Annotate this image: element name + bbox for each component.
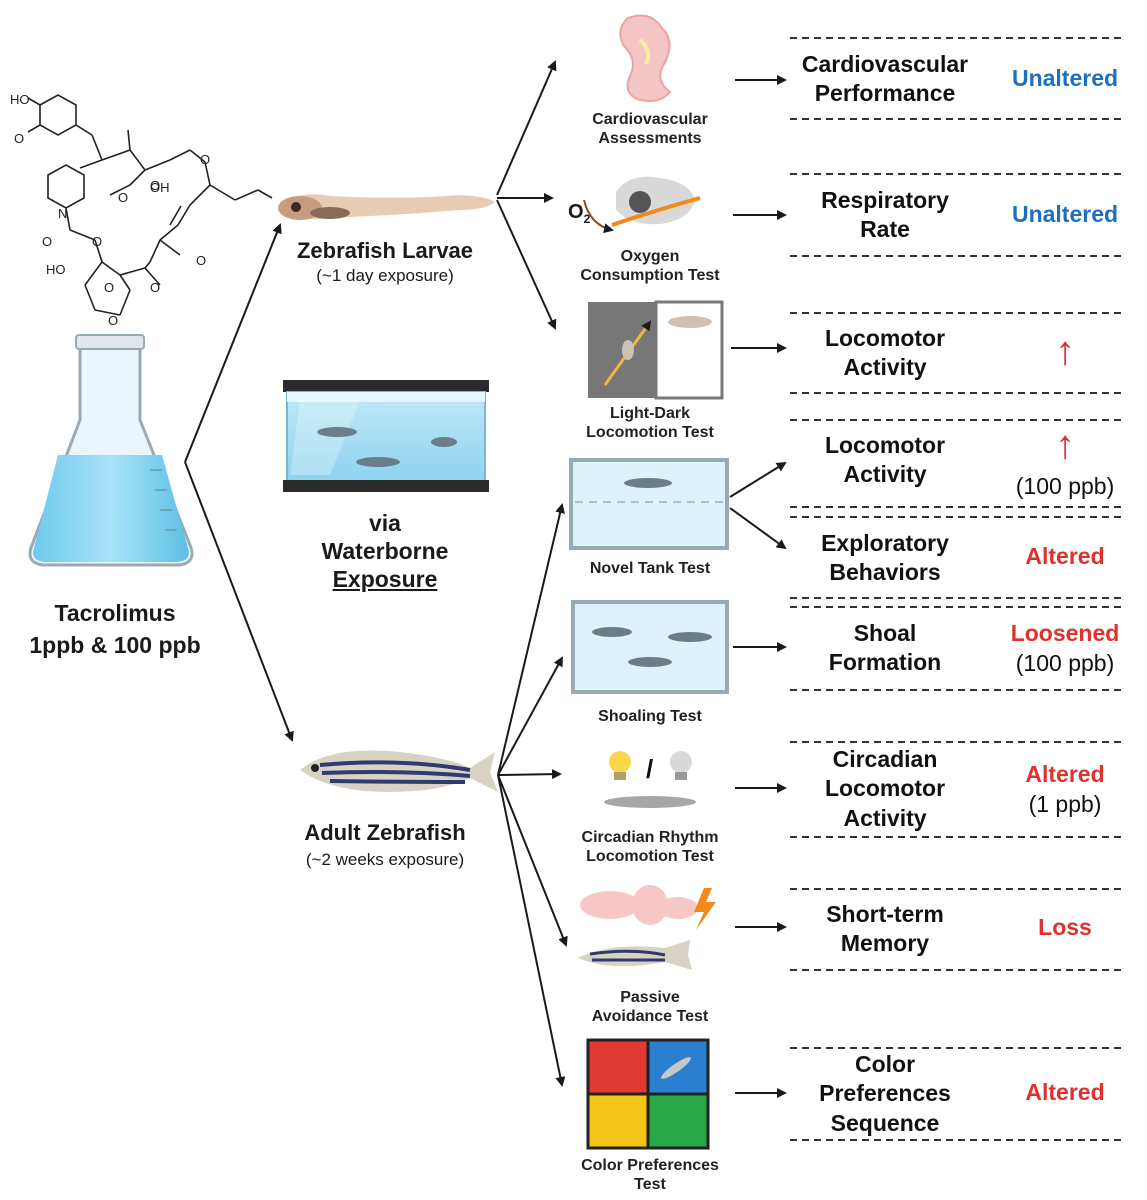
- chem-atom-label: O: [150, 280, 160, 295]
- compound-doses: 1ppb & 100 ppb: [29, 632, 201, 658]
- oxygen-subscript: 2: [583, 212, 591, 226]
- light-bulb-on-icon: [609, 751, 631, 780]
- test-label-passive-avoidance: Passive Avoidance Test: [591, 989, 709, 1026]
- circadian-fish-icon: [604, 796, 696, 808]
- chem-atom-label: O: [42, 234, 52, 249]
- heart-icon: [619, 14, 672, 102]
- outcome-label-shoal: Shoal Formation: [828, 620, 942, 676]
- chem-atom-label: HO: [46, 262, 66, 277]
- outcome-label-circadian: Circadian Locomotor Activity: [824, 746, 946, 831]
- compound-name: Tacrolimus: [54, 600, 176, 626]
- adult-subtitle: (~2 weeks exposure): [305, 850, 465, 869]
- novel-tank-icon: [569, 458, 729, 550]
- result-shoal-note: (100 ppb): [1015, 650, 1115, 676]
- chem-atom-label: O: [108, 313, 118, 328]
- test-label-cardiovascular: Cardiovascular Assessments: [592, 111, 708, 148]
- outcome-label-exploratory: Exploratory Behaviors: [821, 530, 949, 586]
- circadian-separator: /: [646, 754, 653, 784]
- outcome-label-color-sequence: Color Preferences Sequence: [819, 1051, 951, 1136]
- larva-head-icon: [583, 176, 701, 234]
- chem-atom-label: O: [14, 131, 24, 146]
- aquarium-icon: [283, 380, 489, 492]
- result-circadian-note: (1 ppb): [1028, 791, 1102, 817]
- chem-atom-label: O: [92, 234, 102, 249]
- test-label-oxygen: Oxygen Consumption Test: [580, 248, 720, 285]
- adult-title: Adult Zebrafish: [304, 820, 466, 845]
- arrow-to-adult: [184, 461, 294, 742]
- result-short-term-memory: Loss: [1038, 914, 1092, 940]
- outcome-arrows: [729, 75, 787, 1098]
- chem-atom-label: O: [200, 152, 210, 167]
- outcome-label-locomotor-1: Locomotor Activity: [824, 325, 946, 381]
- chem-atom-label: O: [118, 190, 128, 205]
- result-locomotor-2-up-arrow: ↑: [1055, 423, 1075, 467]
- tacrolimus-structure: [27, 94, 273, 316]
- flask-icon: [28, 334, 194, 567]
- larvae-branch-arrows: [496, 60, 557, 330]
- larvae-title: Zebrafish Larvae: [296, 238, 474, 263]
- larvae-subtitle: (~1 day exposure): [316, 266, 454, 285]
- test-label-circadian: Circadian Rhythm Locomotion Test: [581, 829, 719, 866]
- chem-atom-label: O: [150, 178, 160, 193]
- result-locomotor-1-up-arrow: ↑: [1055, 329, 1075, 373]
- chem-atom-label: OH: [150, 180, 170, 195]
- result-respiratory: Unaltered: [1011, 201, 1119, 227]
- outcome-label-cardiovascular: Cardiovascular Performance: [801, 51, 969, 107]
- light-bulb-off-icon: [670, 751, 692, 780]
- zebrafish-larva-icon: [278, 194, 495, 220]
- result-color-sequence: Altered: [1025, 1079, 1105, 1105]
- exposure-via: via: [369, 510, 401, 536]
- chem-atom-label: O: [196, 253, 206, 268]
- chem-atom-label: O: [104, 280, 114, 295]
- outcome-label-respiratory: Respiratory Rate: [821, 187, 949, 243]
- result-shoal: Loosened: [1010, 620, 1120, 646]
- arrow-to-larvae: [184, 223, 282, 463]
- test-label-novel-tank: Novel Tank Test: [589, 560, 711, 577]
- adult-zebrafish-icon: [300, 750, 498, 792]
- test-label-color-preference: Color Preferences Test: [581, 1157, 719, 1194]
- outcome-label-short-term-memory: Short-term Memory: [826, 901, 944, 957]
- result-cardiovascular: Unaltered: [1011, 65, 1119, 91]
- passive-avoidance-fish-icon: [578, 940, 692, 970]
- result-locomotor-2-note: (100 ppb): [1015, 473, 1115, 499]
- result-circadian: Altered: [1025, 761, 1105, 787]
- test-label-light-dark: Light-Dark Locomotion Test: [586, 405, 714, 442]
- exposure-method: Waterborne: [321, 538, 449, 564]
- lightning-icon: [694, 888, 716, 930]
- brain-icon: [580, 885, 698, 925]
- exposure-method-line2: Exposure: [332, 566, 438, 592]
- color-preference-grid-icon: [586, 1038, 710, 1150]
- chem-atom-label: N: [58, 206, 67, 221]
- light-dark-box-icon: [588, 300, 724, 400]
- test-label-shoaling: Shoaling Test: [598, 708, 702, 725]
- shoaling-tank-icon: [571, 600, 729, 694]
- result-exploratory: Altered: [1025, 543, 1105, 569]
- chem-atom-label: HO: [10, 92, 30, 107]
- oxygen-symbol: O: [568, 201, 584, 223]
- outcome-label-locomotor-2: Locomotor Activity: [824, 432, 946, 488]
- oxygen-label: O2: [568, 176, 590, 226]
- adult-branch-arrows: [497, 503, 568, 1087]
- dashed-separators: [790, 37, 1125, 1141]
